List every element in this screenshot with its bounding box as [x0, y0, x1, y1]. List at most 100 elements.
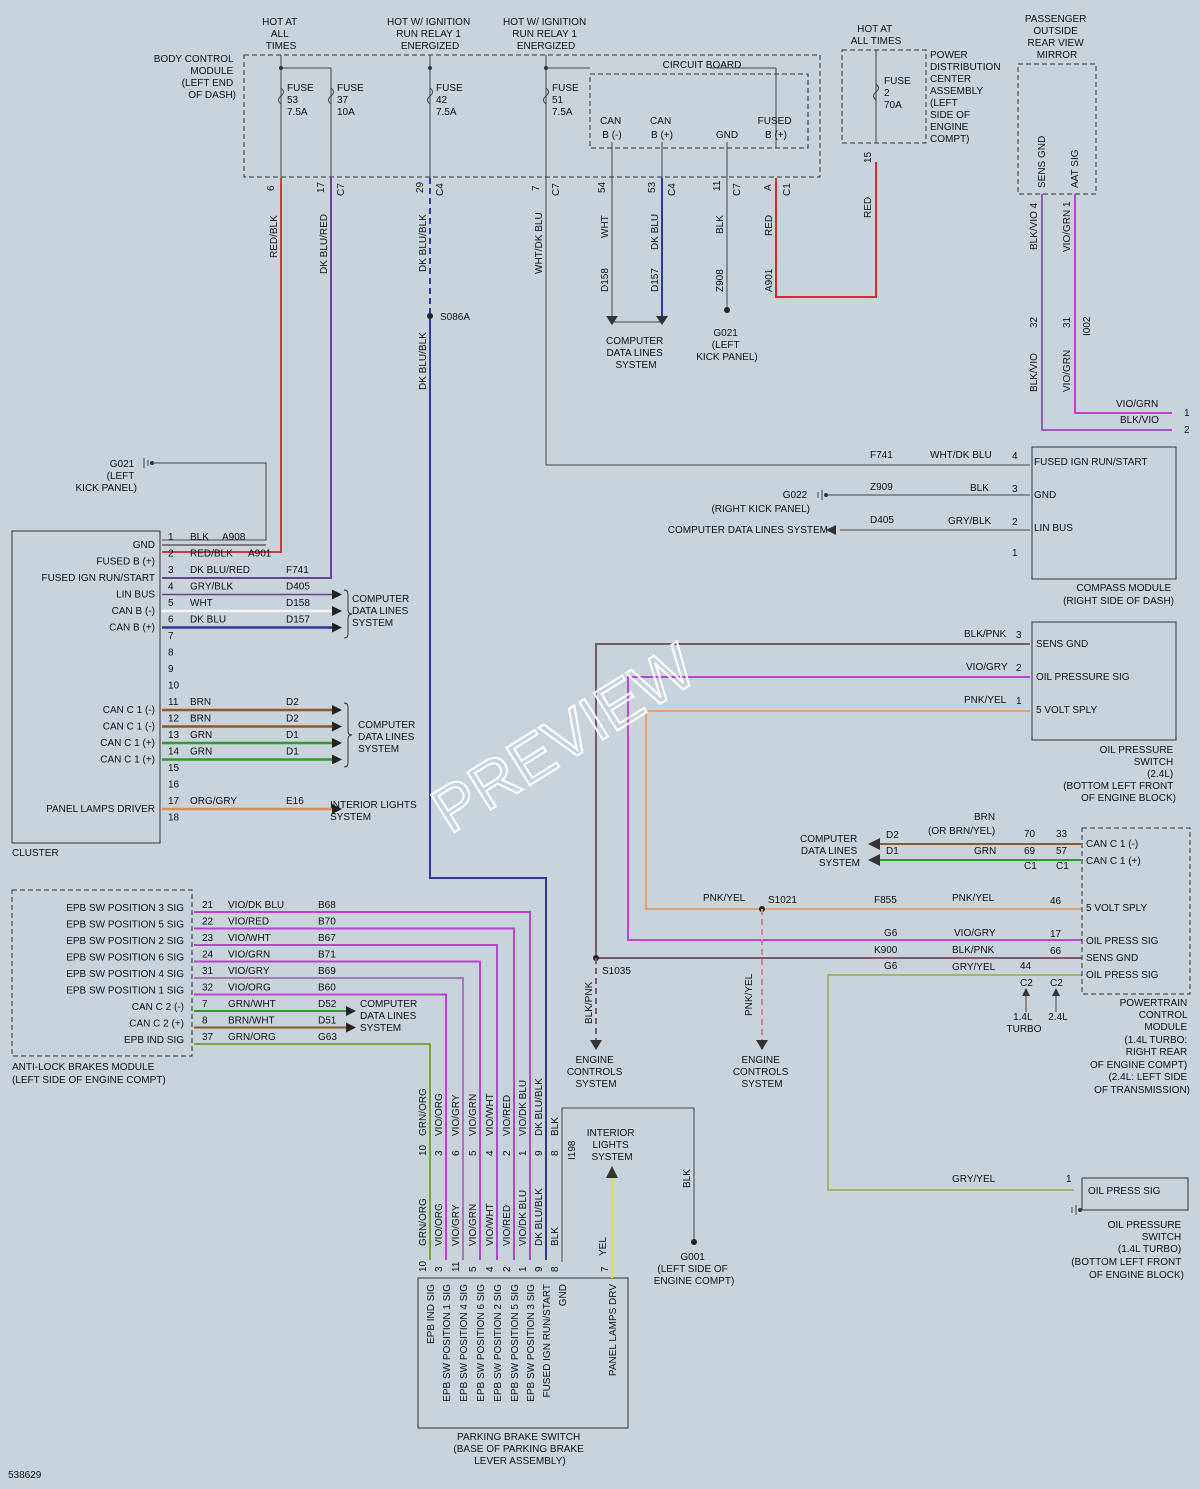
wire-label: VIO/GRY: [966, 662, 1008, 673]
connector-label: C7: [551, 183, 562, 196]
wire-label: GRY/BLK: [190, 582, 233, 593]
pin-number: 16: [168, 780, 180, 791]
wire: [194, 993, 447, 1260]
wire-label: VIO/RED: [502, 1095, 513, 1136]
cluster-pin-label: LIN BUS: [116, 590, 155, 601]
bcm-name: BODY CONTROL MODULE (LEFT END OF DASH): [154, 54, 236, 101]
wire-label: GRN/ORG: [418, 1198, 429, 1246]
pin-number: 6: [451, 1150, 462, 1156]
pin-number: 18: [168, 813, 180, 824]
wire-label: PNK/YEL: [744, 973, 755, 1016]
wire-label: BLK: [715, 215, 726, 234]
can-b-plus-label: CAN B (+): [650, 116, 674, 141]
compass-pin-label: FUSED IGN RUN/START: [1034, 457, 1148, 468]
circuit-label: B71: [318, 950, 336, 961]
circuit-label: Z908: [715, 269, 726, 292]
epb-pin-label: EPB SW POSITION 5 SIG: [510, 1284, 521, 1402]
pin-label: 4: [1012, 451, 1018, 462]
wire-label: VIO/GRN 1: [1062, 201, 1073, 252]
circuit-label: D1: [286, 747, 299, 758]
pin-label: 1: [1066, 1174, 1072, 1185]
circuit-label: F741: [286, 565, 309, 576]
wire-label: VIO/ORG: [434, 1203, 445, 1246]
compass-pin-label: LIN BUS: [1034, 523, 1073, 534]
circuit-label: D1: [286, 730, 299, 741]
cluster-ground: G021 (LEFT KICK PANEL): [76, 459, 138, 494]
pin-number: 10: [168, 681, 180, 692]
epb-pin-label: EPB SW POSITION 3 SIG: [526, 1284, 537, 1402]
wire-label: VIO/GRY: [954, 928, 996, 939]
circuit-label: D157: [286, 615, 310, 626]
circuit-label: D2: [286, 714, 299, 725]
connector-label: I002: [1082, 316, 1093, 336]
pin-label: A: [763, 184, 774, 191]
arrow-icon: [332, 705, 342, 715]
wire-label: DK BLU/RED: [190, 565, 250, 576]
epb-ground: G001 (LEFT SIDE OF ENGINE COMPT): [654, 1252, 735, 1287]
pin-label: 33: [1056, 829, 1068, 840]
oil-pressure-switch-14: OIL PRESS SIG 1 GRY/YEL OIL PRESSURE SWI…: [952, 1174, 1189, 1281]
pin-number: 7: [600, 1266, 611, 1272]
pin-number: 10: [418, 1144, 429, 1156]
circuit-label: D2: [886, 830, 899, 841]
epb-pin-label: EPB SW POSITION 6 SIG: [476, 1284, 487, 1402]
wire-label: WHT/DK BLU: [930, 450, 992, 461]
pin-label: SENS GND: [1037, 136, 1048, 188]
brace: [343, 702, 353, 768]
pin-label: 32: [1029, 316, 1040, 328]
oil-pressure-switch-24: SENS GND OIL PRESSURE SIG 5 VOLT SPLY 3 …: [964, 621, 1177, 804]
cluster-pin-label: CAN B (+): [109, 623, 155, 634]
pin-number: 2: [502, 1150, 513, 1156]
splice-label: S1021: [768, 895, 797, 906]
oil-switch-24-name: OIL PRESSURE SWITCH (2.4L) (BOTTOM LEFT …: [1063, 745, 1176, 804]
epb-pin-label: EPB SW POSITION 1 SIG: [442, 1284, 453, 1402]
arrow-icon: [346, 1006, 356, 1016]
pin-label: 7: [531, 185, 542, 191]
wire-label: VIO/DK BLU: [228, 900, 284, 911]
splice-label: S086A: [440, 312, 470, 323]
circuit-label: K900: [874, 945, 898, 956]
pin-number: 8: [202, 1016, 208, 1027]
ground-icon: [1071, 1205, 1082, 1215]
wire-label: ORG/GRY: [190, 796, 237, 807]
arrow-icon: [332, 622, 342, 633]
wire-label: GRN: [974, 846, 996, 857]
pin-label: 17: [316, 181, 327, 193]
pin-number: 5: [168, 598, 174, 609]
wire: [194, 944, 498, 1260]
pin-number: 8: [550, 1150, 561, 1156]
wire-label: VIO/DK BLU: [518, 1080, 529, 1136]
circuit-label: D157: [650, 268, 661, 292]
abs-pin-label: EPB SW POSITION 5 SIG: [66, 920, 184, 931]
cluster-pin-label: CAN B (-): [112, 606, 155, 617]
pin-label: 57: [1056, 846, 1068, 857]
cluster-pin-label: PANEL LAMPS DRIVER: [46, 804, 155, 815]
pin-number: 31: [202, 966, 214, 977]
wire-label: BLK: [190, 532, 209, 543]
pcm-pin-label: OIL PRESS SIG: [1086, 970, 1159, 981]
wire-label: (OR BRN/YEL): [928, 826, 995, 837]
circuit-label: E16: [286, 796, 304, 807]
fuse-42-label: FUSE 42 7.5A: [436, 83, 465, 118]
wire-label: PNK/YEL: [703, 893, 746, 904]
engine-label-14: 1.4L TURBO: [1007, 1012, 1042, 1035]
pin-number: 7: [202, 999, 208, 1010]
cluster-pin-label: GND: [133, 540, 155, 551]
pin-number: 22: [202, 917, 214, 928]
pin-number: 8: [168, 648, 174, 659]
cluster-pin-label: CAN C 1 (+): [100, 755, 155, 766]
pin-number: 5: [468, 1150, 479, 1156]
circuit-label: D158: [286, 598, 310, 609]
connector-label: C4: [667, 183, 678, 196]
wire-label: VIO/WHT: [228, 933, 271, 944]
pin-label: 17: [1050, 929, 1062, 940]
wire-label: GRN/WHT: [228, 999, 276, 1010]
pin-number: 3: [168, 565, 174, 576]
circuit-label: A901: [248, 549, 272, 560]
circuit-label: D52: [318, 999, 337, 1010]
circuit-board-outline: [589, 73, 809, 149]
pin-label: 2: [1184, 425, 1190, 436]
pin-label: 70: [1024, 829, 1036, 840]
cdl-label: COMPUTER DATA LINES SYSTEM: [606, 336, 666, 371]
